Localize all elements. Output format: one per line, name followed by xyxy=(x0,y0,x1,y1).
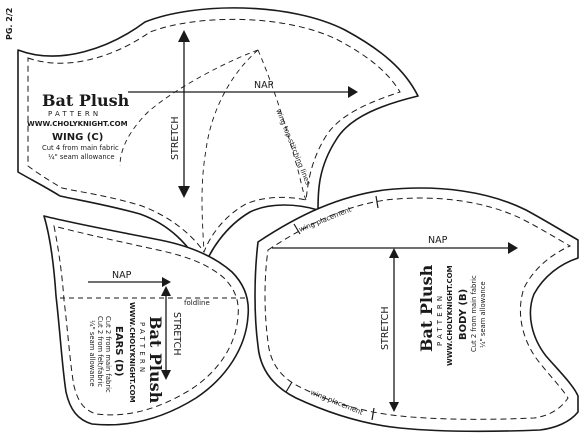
wing-piece: NAP STRETCH wing top stitching lines Bat… xyxy=(17,7,419,273)
wing-stretch-label: STRETCH xyxy=(170,117,181,160)
wing-brand-url: WWW.CHOLYKNIGHT.COM xyxy=(27,120,128,128)
body-piece: wing placement wing placement NAP STRETC… xyxy=(254,187,579,433)
wing-stretch-arrowhead-bottom xyxy=(178,186,190,198)
body-nap-arrowhead xyxy=(508,242,518,254)
wing-brand-title: Bat Plush xyxy=(42,91,130,110)
wing-piece-name: WING (C) xyxy=(52,132,103,143)
ears-fold-label: foldline xyxy=(184,299,210,307)
body-nap-label: NAP xyxy=(428,235,448,246)
body-seam-line xyxy=(264,197,572,420)
body-placement-tick-1 xyxy=(293,223,301,235)
ears-piece-name: EARS (D) xyxy=(113,326,124,376)
body-cut-outline xyxy=(254,187,579,433)
body-cut-instruction: Cut 2 from main fabric xyxy=(470,275,478,352)
ears-cut-outline xyxy=(43,215,250,426)
ears-stretch-label: STRETCH xyxy=(171,312,182,355)
wing-nap-arrowhead xyxy=(348,86,358,98)
ears-title-block: Bat Plush PATTERN WWW.CHOLYKNIGHT.COM EA… xyxy=(88,302,165,404)
body-title-block: Bat Plush PATTERN WWW.CHOLYKNIGHT.COM BO… xyxy=(417,264,487,366)
wing-seam-line xyxy=(27,18,401,254)
ears-nap-label: NAP xyxy=(112,270,132,281)
ears-stretch-arrowhead-bottom xyxy=(161,370,171,380)
ears-piece: foldline NAP STRETCH Bat Plush PATTERN W… xyxy=(43,215,250,426)
body-brand-subtitle: PATTERN xyxy=(436,293,444,346)
ears-cut-instruction-2: Cut 2 from felt/fabric xyxy=(96,316,104,387)
ears-cut-instruction: Cut 2 from main fabric xyxy=(104,316,112,393)
body-piece-name: BODY (B) xyxy=(458,289,469,340)
wing-cut-outline xyxy=(17,7,419,273)
wing-brand-subtitle: PATTERN xyxy=(48,110,101,118)
ears-stretch-arrowhead-top xyxy=(161,286,171,296)
wing-stretch-arrowhead-top xyxy=(178,30,190,42)
ears-brand-url: WWW.CHOLYKNIGHT.COM xyxy=(128,302,136,403)
body-brand-url: WWW.CHOLYKNIGHT.COM xyxy=(446,265,454,366)
wing-seam-instruction: ¼" seam allowance xyxy=(48,153,115,161)
wing-stitch-guide-2 xyxy=(201,49,259,253)
wing-cut-instruction: Cut 4 from main fabric xyxy=(42,144,119,152)
page-label: PG. 2/2 xyxy=(5,8,14,40)
ears-seam-line xyxy=(53,225,239,416)
ears-nap-arrowhead xyxy=(162,277,171,287)
ears-brand-subtitle: PATTERN xyxy=(138,322,146,375)
body-brand-title: Bat Plush xyxy=(417,264,436,352)
body-stretch-label: STRETCH xyxy=(380,307,391,350)
wing-nap-label: NAP xyxy=(254,80,274,91)
body-seam-instruction: ¼" seam allowance xyxy=(479,281,487,348)
ears-seam-instruction: ¼" seam allowance xyxy=(88,320,96,387)
body-placement-tick-4 xyxy=(371,407,375,421)
body-placement-tick-3 xyxy=(285,381,293,393)
body-stretch-arrowhead-bottom xyxy=(389,402,399,412)
ears-brand-title: Bat Plush xyxy=(146,316,165,404)
body-placement-tick-2 xyxy=(375,195,379,209)
body-stretch-arrowhead-top xyxy=(389,248,399,258)
